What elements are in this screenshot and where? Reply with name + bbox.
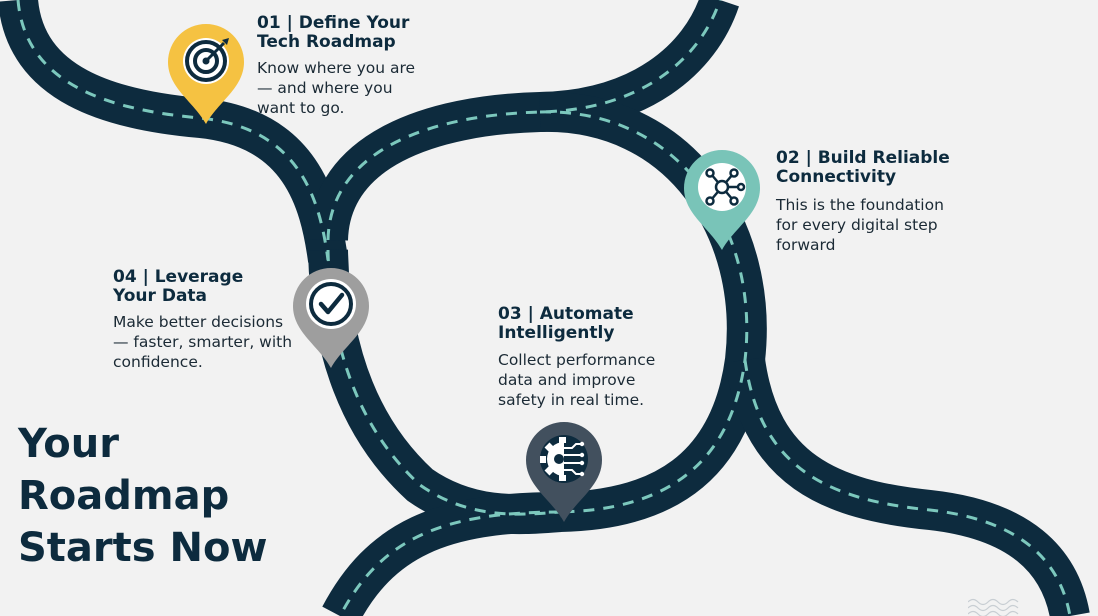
step-3-description: Collect performance data and improve saf…	[498, 351, 656, 409]
step-3-title: 03 | Automate Intelligently	[498, 304, 634, 343]
step-3-pin	[526, 422, 602, 522]
headline: Your Roadmap Starts Now	[18, 418, 267, 574]
step-4-pin	[293, 268, 369, 368]
step-1-description: Know where you are — and where you want …	[257, 59, 416, 117]
step-2-description: This is the foundation for every digital…	[776, 196, 944, 254]
step-1-pin	[168, 24, 244, 124]
checkmark-icon	[306, 279, 356, 329]
step-4-title: 04 | Leverage Your Data	[113, 267, 244, 306]
headline-line-3: Starts Now	[18, 525, 268, 571]
headline-line-2: Roadmap	[18, 473, 230, 519]
step-2-pin	[684, 150, 760, 250]
step-4-description: Make better decisions — faster, smarter,…	[113, 313, 293, 371]
gear-circuit-icon	[540, 435, 588, 483]
headline-line-1: Your	[18, 421, 119, 467]
target-icon	[183, 38, 229, 84]
step-2-title: 02 | Build Reliable Connectivity	[776, 148, 950, 187]
network-icon	[698, 163, 746, 211]
wave-decoration-icon	[968, 598, 1019, 616]
step-1-title: 01 | Define Your Tech Roadmap	[257, 13, 410, 52]
